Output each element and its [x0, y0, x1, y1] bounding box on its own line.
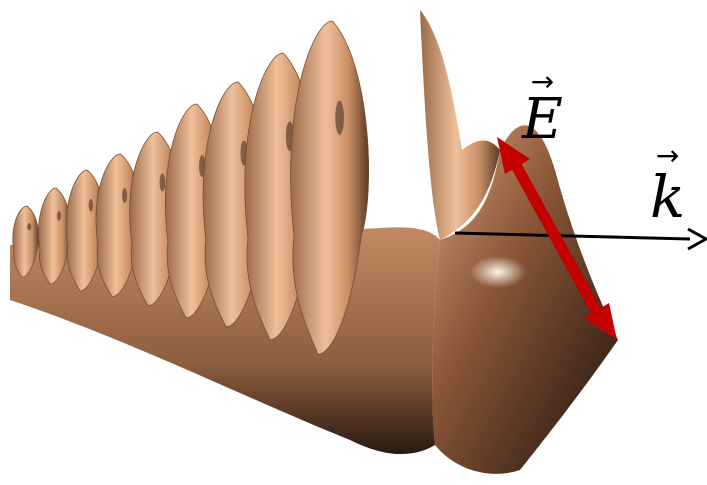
fin-shadow: [88, 198, 93, 212]
fin-shadow: [335, 100, 344, 135]
wave-fins: [12, 20, 370, 355]
wave-fin: [290, 20, 370, 355]
wave-vector-label: → k: [650, 142, 685, 227]
wave-end-body: [420, 10, 618, 474]
wave-vector-symbol: k: [650, 163, 686, 231]
vector-arrow-icon: →: [530, 65, 555, 98]
wave-fin: [12, 205, 40, 278]
fin-shadow: [57, 210, 61, 221]
propagation-vector: [454, 227, 707, 251]
field-vector: [497, 137, 617, 340]
fin-shadow: [159, 173, 166, 192]
electric-field-symbol: E: [522, 87, 563, 152]
fin-shadow: [122, 188, 128, 203]
electric-field-label: → E: [522, 68, 563, 148]
vector-arrow-icon: →: [655, 139, 680, 172]
fin-shadow: [27, 223, 32, 231]
